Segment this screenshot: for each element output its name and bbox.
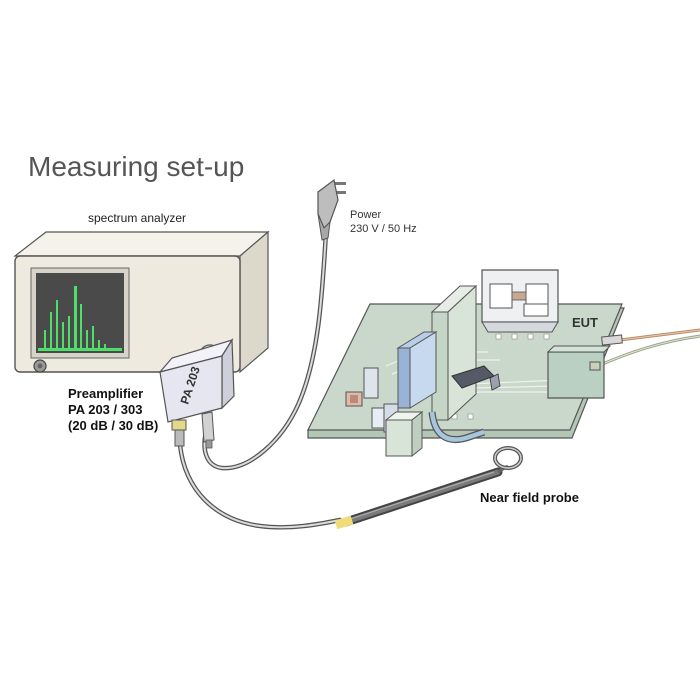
preamplifier: PA 203 — [158, 338, 235, 449]
preamp-label-line3: (20 dB / 30 dB) — [68, 418, 158, 433]
eut-module — [481, 269, 559, 333]
analyzer-label: spectrum analyzer — [88, 211, 186, 225]
power-plug — [317, 178, 346, 241]
spectrum-trace — [38, 286, 122, 351]
probe-label: Near field probe — [480, 490, 579, 505]
power-label-line2: 230 V / 50 Hz — [350, 223, 417, 235]
eut-connector-strip — [430, 284, 478, 422]
eut-front-box — [384, 410, 424, 458]
preamp-label-line1: Preamplifier — [68, 386, 143, 401]
diagram-title: Measuring set-up — [28, 151, 244, 182]
eut-label: EUT — [572, 315, 598, 330]
eut-tall-component — [396, 331, 438, 409]
cables — [177, 229, 700, 530]
preamp-label-line2: PA 203 / 303 — [68, 402, 142, 417]
power-label-line1: Power — [350, 209, 382, 221]
spectrum-analyzer — [13, 230, 270, 374]
probe-cable — [177, 442, 343, 530]
near-field-probe — [334, 446, 523, 530]
eut-board — [307, 269, 625, 458]
